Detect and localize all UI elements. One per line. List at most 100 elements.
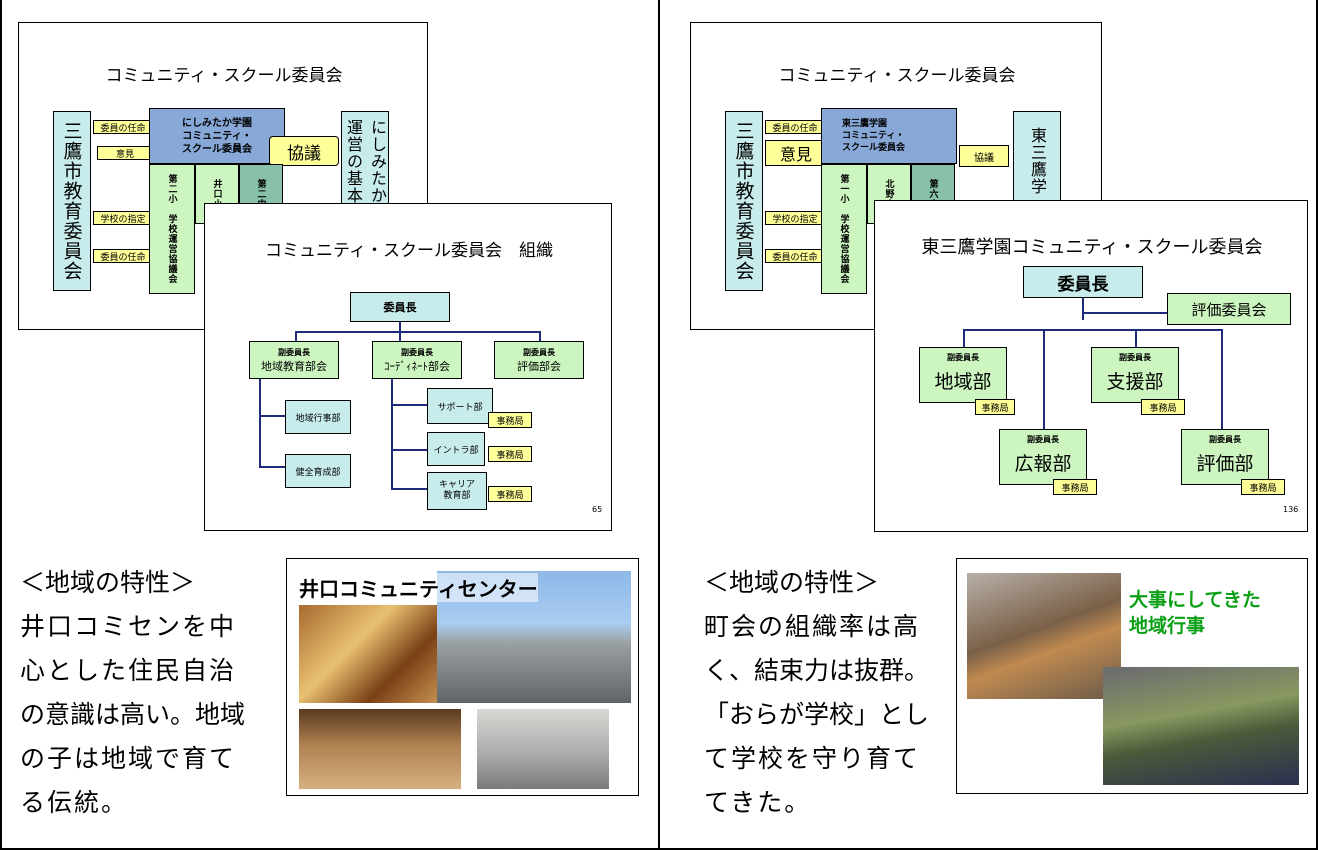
connector bbox=[391, 379, 393, 489]
left-board-box: 三鷹市教育委員会 bbox=[53, 111, 91, 291]
vice-label: 副委員長 bbox=[523, 347, 555, 357]
dept-label: 広報部 bbox=[1014, 453, 1072, 475]
hall-photo bbox=[299, 605, 437, 703]
vice-label: 副委員長 bbox=[278, 347, 310, 357]
left-sub-left1: 地域行事部 bbox=[285, 400, 351, 434]
connector bbox=[391, 488, 427, 490]
connector bbox=[295, 331, 297, 341]
left-kyogi-arrow: 協議 bbox=[269, 136, 339, 166]
right-arrow-designate: 学校の指定 bbox=[765, 211, 825, 225]
connector bbox=[1135, 329, 1137, 347]
left-sub-mid2: イントラ部 bbox=[427, 432, 485, 466]
right-section-title: ＜地域の特性＞ bbox=[704, 568, 880, 597]
left-body-line3: の意識は高い。地域 bbox=[20, 700, 246, 729]
connector bbox=[259, 415, 285, 417]
left-arrow-appoint2: 委員の任命 bbox=[93, 249, 153, 263]
dept-label: 地域教育部会 bbox=[261, 359, 327, 373]
left-arrow-designate: 学校の指定 bbox=[93, 211, 153, 225]
right-front-title: 東三鷹学園コミュニティ・スクール委員会 bbox=[921, 237, 1263, 258]
right-arrow-appoint2: 委員の任命 bbox=[765, 249, 825, 263]
tatami-photo bbox=[299, 709, 461, 789]
vice-label: 副委員長 bbox=[1027, 435, 1059, 444]
vice-label: 副委員長 bbox=[947, 353, 979, 362]
right-body-line1: 町会の組織率は高 bbox=[704, 612, 921, 641]
committee-line2: コミュニティ・ bbox=[842, 131, 905, 141]
vice-label: 副委員長 bbox=[401, 347, 433, 357]
vice-label: 副委員長 bbox=[1119, 353, 1151, 362]
photo-title-line2: 地域行事 bbox=[1129, 615, 1206, 637]
right-dept1: 副委員長 地域部 bbox=[919, 347, 1007, 403]
connector bbox=[1082, 312, 1170, 314]
right-body-line5: てきた。 bbox=[704, 788, 812, 817]
left-body-line1: 井口コミセンを中 bbox=[20, 612, 237, 641]
left-vice1: 副委員長 地域教育部会 bbox=[249, 341, 339, 379]
connector bbox=[963, 329, 1223, 331]
right-dept4: 副委員長 評価部 bbox=[1181, 429, 1269, 485]
right-col1: 第一小 学校運営協議会 bbox=[821, 164, 867, 294]
left-col1: 第二小 学校運営協議会 bbox=[149, 164, 195, 294]
left-vice3: 副委員長 評価部会 bbox=[494, 341, 584, 379]
right-arrow-opinion: 意見 bbox=[765, 140, 827, 166]
center-divider bbox=[658, 0, 660, 848]
committee-line2: コミュニティ・ bbox=[182, 130, 252, 142]
connector bbox=[1082, 298, 1084, 320]
left-photo-card: 井口コミュニティセンター bbox=[286, 558, 639, 796]
left-section-title: ＜地域の特性＞ bbox=[20, 568, 196, 597]
page-number: 65 bbox=[592, 505, 603, 514]
office-badge: 事務局 bbox=[1241, 479, 1285, 495]
left-body-line4: の子は地域で育て bbox=[20, 744, 237, 773]
committee-line1: 東三鷹学園 bbox=[842, 119, 888, 129]
right-board-box: 三鷹市教育委員会 bbox=[725, 111, 763, 291]
kitchen-photo bbox=[477, 709, 609, 789]
left-arrow-appoint1: 委員の任命 bbox=[93, 120, 153, 134]
right-body-line3: 「おらが学校」とし bbox=[704, 700, 930, 729]
left-chair-box: 委員長 bbox=[350, 292, 450, 322]
left-right-box: にしみたか 運営の基本 bbox=[341, 111, 389, 211]
committee-line3: スクール委員会 bbox=[842, 143, 906, 153]
office-badge: 事務局 bbox=[975, 399, 1015, 415]
right-dept3: 副委員長 広報部 bbox=[999, 429, 1087, 485]
right-front-slide: 東三鷹学園コミュニティ・スクール委員会 委員長 評価委員会 副委員長 地域部 事… bbox=[874, 200, 1308, 532]
connector bbox=[1043, 329, 1045, 429]
connector bbox=[539, 331, 541, 341]
left-photo-title: 井口コミュニティセンター bbox=[299, 573, 538, 602]
connector bbox=[259, 466, 285, 468]
office-badge: 事務局 bbox=[1141, 399, 1185, 415]
left-sub-mid3: キャリア 教育部 bbox=[427, 472, 487, 510]
right-photo-title: 大事にしてきた 地域行事 bbox=[1129, 587, 1261, 639]
left-front-slide: コミュニティ・スクール委員会 組織 委員長 副委員長 地域教育部会 副委員長 ｺ… bbox=[204, 203, 612, 531]
event-photo-1 bbox=[967, 573, 1121, 699]
right-chair-box: 委員長 bbox=[1023, 266, 1143, 298]
committee-line1: にしみたか学園 bbox=[182, 117, 252, 129]
connector bbox=[399, 331, 401, 341]
photo-title-line1: 大事にしてきた bbox=[1129, 589, 1261, 611]
left-body-line2: 心とした住民自治 bbox=[20, 656, 237, 685]
left-sub-left2: 健全育成部 bbox=[285, 454, 351, 488]
dept-label: 地域部 bbox=[934, 371, 992, 393]
connector bbox=[1221, 329, 1223, 429]
left-committee-box: にしみたか学園 コミュニティ・ スクール委員会 bbox=[149, 108, 285, 164]
vice-label: 副委員長 bbox=[1209, 435, 1241, 444]
right-body-line2: く、結束力は抜群。 bbox=[704, 656, 930, 685]
left-back-title: コミュニティ・スクール委員会 bbox=[105, 66, 343, 86]
right-photo-card: 大事にしてきた 地域行事 bbox=[956, 558, 1308, 794]
connector bbox=[391, 449, 427, 451]
right-arrow-appoint1: 委員の任命 bbox=[765, 120, 825, 134]
connector bbox=[391, 404, 427, 406]
office-badge: 事務局 bbox=[488, 446, 532, 462]
dept-label: 支援部 bbox=[1106, 371, 1164, 393]
left-vice2: 副委員長 ｺｰﾃﾞｨﾈｰﾄ部会 bbox=[372, 341, 462, 379]
right-dept2: 副委員長 支援部 bbox=[1091, 347, 1179, 403]
office-badge: 事務局 bbox=[488, 412, 532, 428]
left-front-title: コミュニティ・スクール委員会 組織 bbox=[265, 241, 553, 261]
left-arrow-opinion: 意見 bbox=[97, 146, 153, 160]
event-photo-2 bbox=[1103, 667, 1299, 785]
committee-line3: スクール委員会 bbox=[182, 143, 252, 155]
right-committee-box: 東三鷹学園 コミュニティ・ スクール委員会 bbox=[821, 108, 957, 164]
dept-label: 評価部 bbox=[1196, 453, 1254, 475]
dept-label: 評価部会 bbox=[517, 359, 561, 373]
right-kyogi-arrow: 協議 bbox=[959, 145, 1009, 167]
left-sub-mid1: サポート部 bbox=[427, 388, 493, 424]
right-right-box: 東三鷹学 bbox=[1013, 111, 1061, 211]
office-badge: 事務局 bbox=[488, 486, 532, 502]
